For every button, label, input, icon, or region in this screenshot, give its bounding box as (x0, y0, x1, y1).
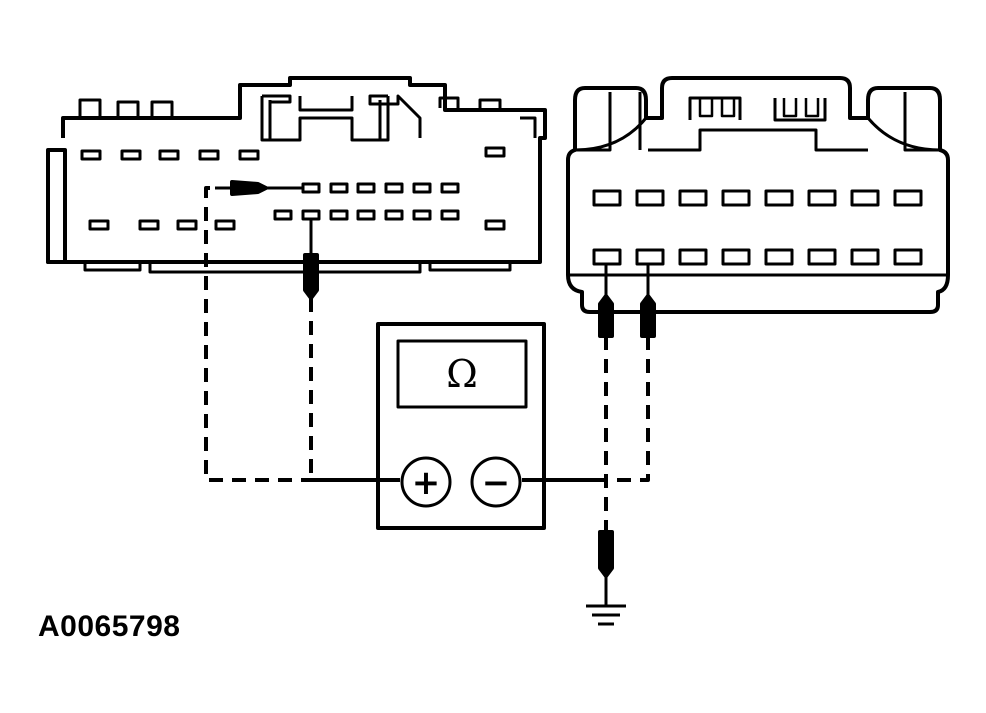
ohmmeter-icon (376, 322, 546, 530)
right-connector (566, 76, 950, 314)
negative-terminal: − (482, 463, 511, 503)
left-connector (46, 76, 547, 274)
test-leads (204, 186, 650, 532)
ground-symbol-icon (586, 604, 626, 626)
positive-terminal: + (412, 463, 441, 503)
meter-display-symbol: Ω (446, 352, 478, 396)
test-probe-icon (215, 180, 656, 605)
figure-id: A0065798 (38, 610, 181, 643)
